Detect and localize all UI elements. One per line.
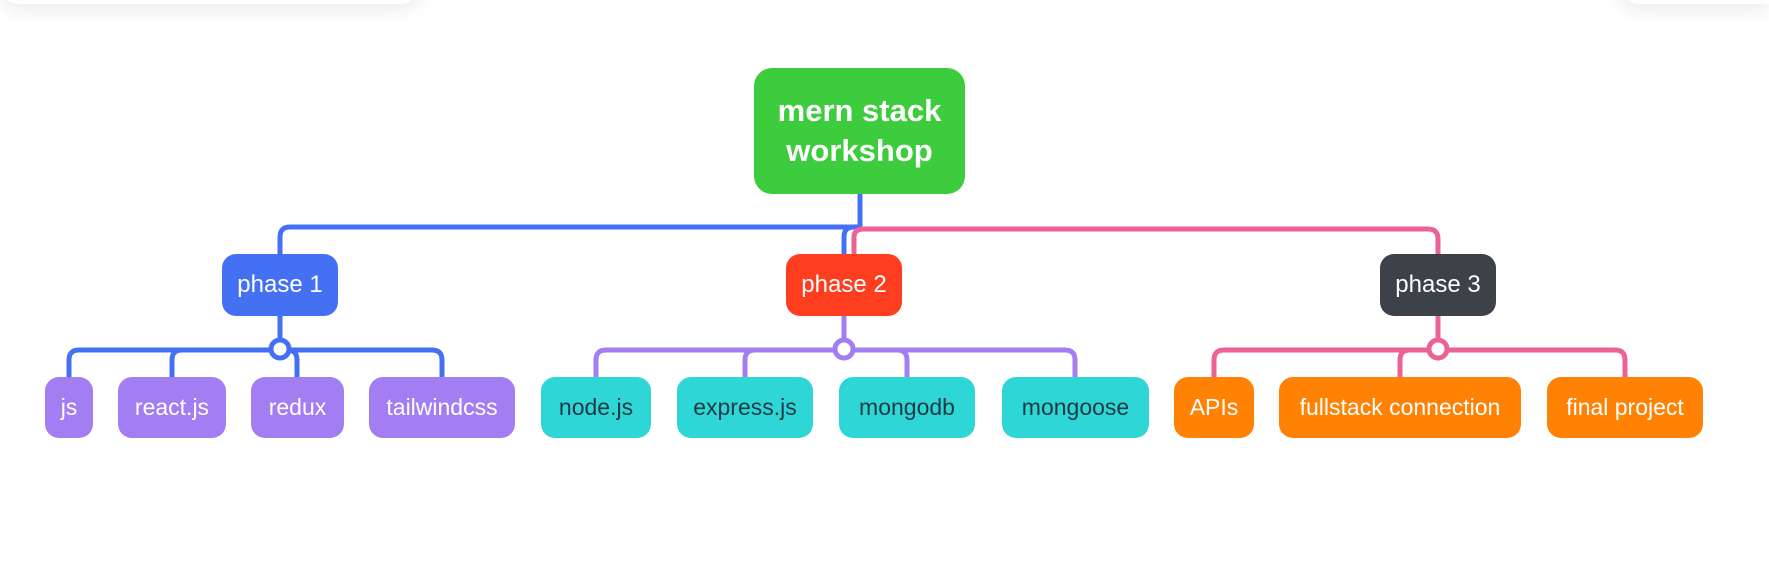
background-panel-shadow	[0, 0, 420, 4]
root-topic[interactable]: mern stack workshop	[754, 68, 965, 194]
root-topic-label: mern stack workshop	[777, 93, 942, 168]
topic-tailwindcss[interactable]: tailwindcss	[369, 377, 515, 438]
phase1-collapse-handle[interactable]	[268, 337, 292, 361]
topic-fullstack-connection[interactable]: fullstack connection	[1279, 377, 1521, 438]
topic-label: js	[60, 394, 78, 420]
topic-label: redux	[268, 394, 327, 420]
branch-phase-3[interactable]: phase 3	[1380, 254, 1496, 316]
background-panel-shadow	[1619, 0, 1769, 4]
connector-group-phase1	[66, 316, 445, 377]
branch-label: phase 1	[237, 271, 323, 298]
topic-express-js[interactable]: express.js	[677, 377, 813, 438]
phase3-collapse-handle[interactable]	[1426, 337, 1450, 361]
topic-label: react.js	[134, 394, 210, 420]
topic-label: mongodb	[859, 394, 955, 420]
topic-label: APIs	[1189, 394, 1239, 420]
topic-apis[interactable]: APIs	[1174, 377, 1254, 438]
topic-mongodb[interactable]: mongodb	[839, 377, 975, 438]
connector-group-phase3	[1211, 316, 1628, 377]
topic-label: express.js	[693, 394, 797, 420]
topic-label: tailwindcss	[386, 394, 498, 420]
connector-root-phase2	[841, 194, 863, 256]
branch-phase-1[interactable]: phase 1	[222, 254, 338, 316]
topic-label: mongoose	[1021, 394, 1130, 420]
branch-label: phase 3	[1395, 271, 1481, 298]
topic-react-js[interactable]: react.js	[118, 377, 226, 438]
topic-mongoose[interactable]: mongoose	[1002, 377, 1149, 438]
topic-redux[interactable]: redux	[251, 377, 344, 438]
topic-label: node.js	[558, 394, 634, 420]
connector-root-phase1	[277, 194, 863, 256]
topic-node-js[interactable]: node.js	[541, 377, 651, 438]
connector-root-phase3	[851, 226, 1441, 256]
topic-js[interactable]: js	[45, 377, 93, 438]
topic-label: final project	[1566, 394, 1684, 420]
branch-label: phase 2	[801, 271, 887, 298]
topic-label: fullstack connection	[1299, 394, 1501, 420]
topic-final-project[interactable]: final project	[1547, 377, 1703, 438]
phase2-collapse-handle[interactable]	[832, 337, 856, 361]
branch-phase-2[interactable]: phase 2	[786, 254, 902, 316]
